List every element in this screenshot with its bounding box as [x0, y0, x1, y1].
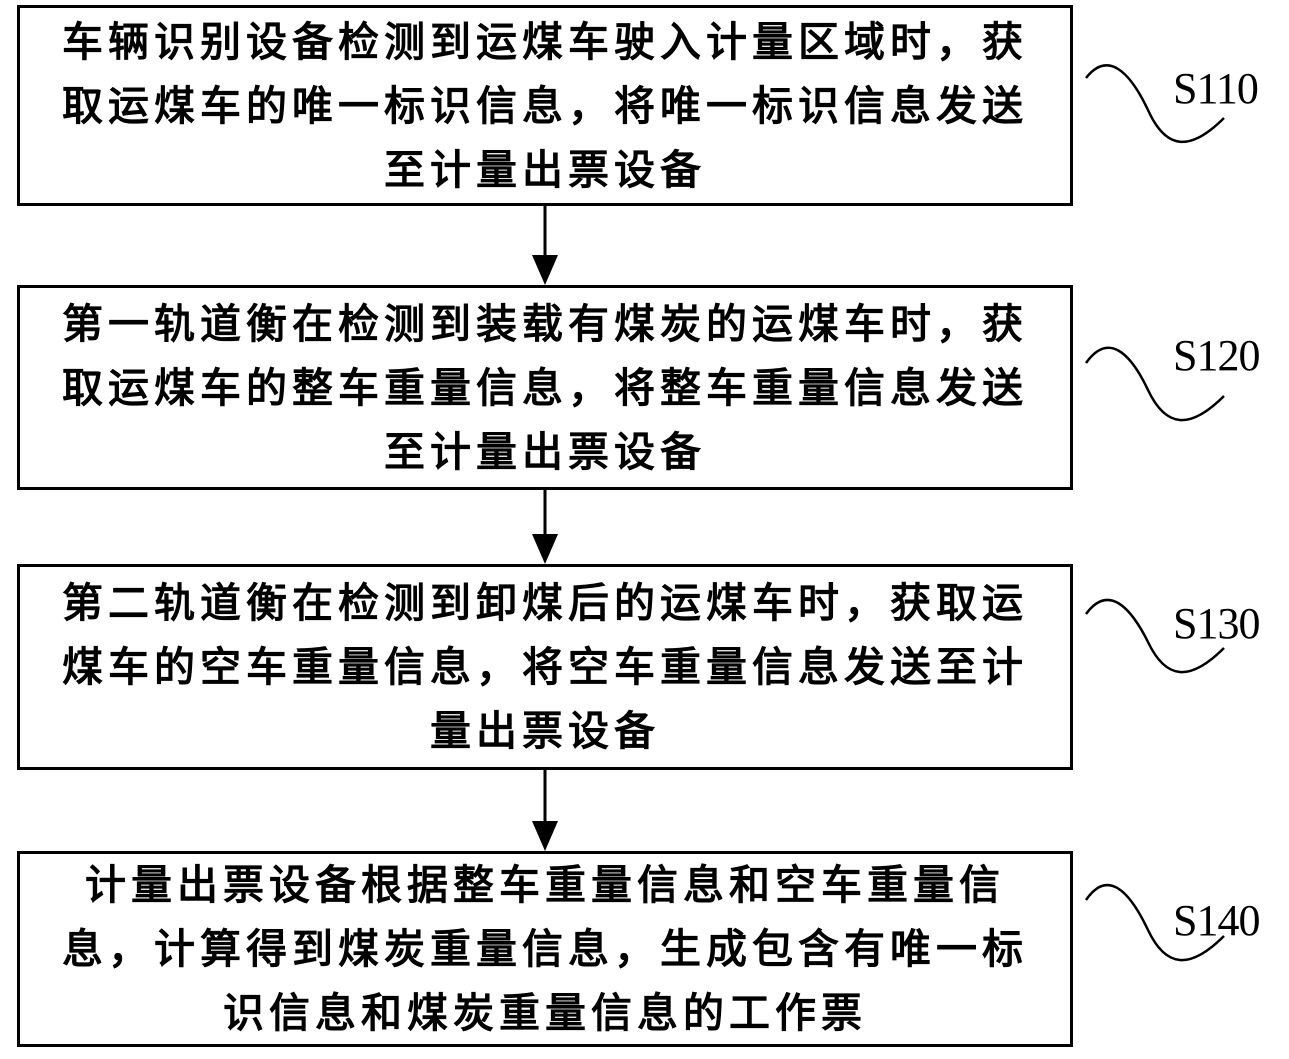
step-label-s110: S110 — [1173, 63, 1258, 114]
arrow-s130-to-s140 — [532, 770, 558, 851]
arrow-s110-to-s120 — [532, 206, 558, 285]
step-label-s120: S120 — [1173, 330, 1259, 381]
arrow-s120-to-s130 — [532, 490, 558, 564]
step-label-s130: S130 — [1173, 598, 1259, 649]
step-label-s140: S140 — [1173, 895, 1259, 946]
